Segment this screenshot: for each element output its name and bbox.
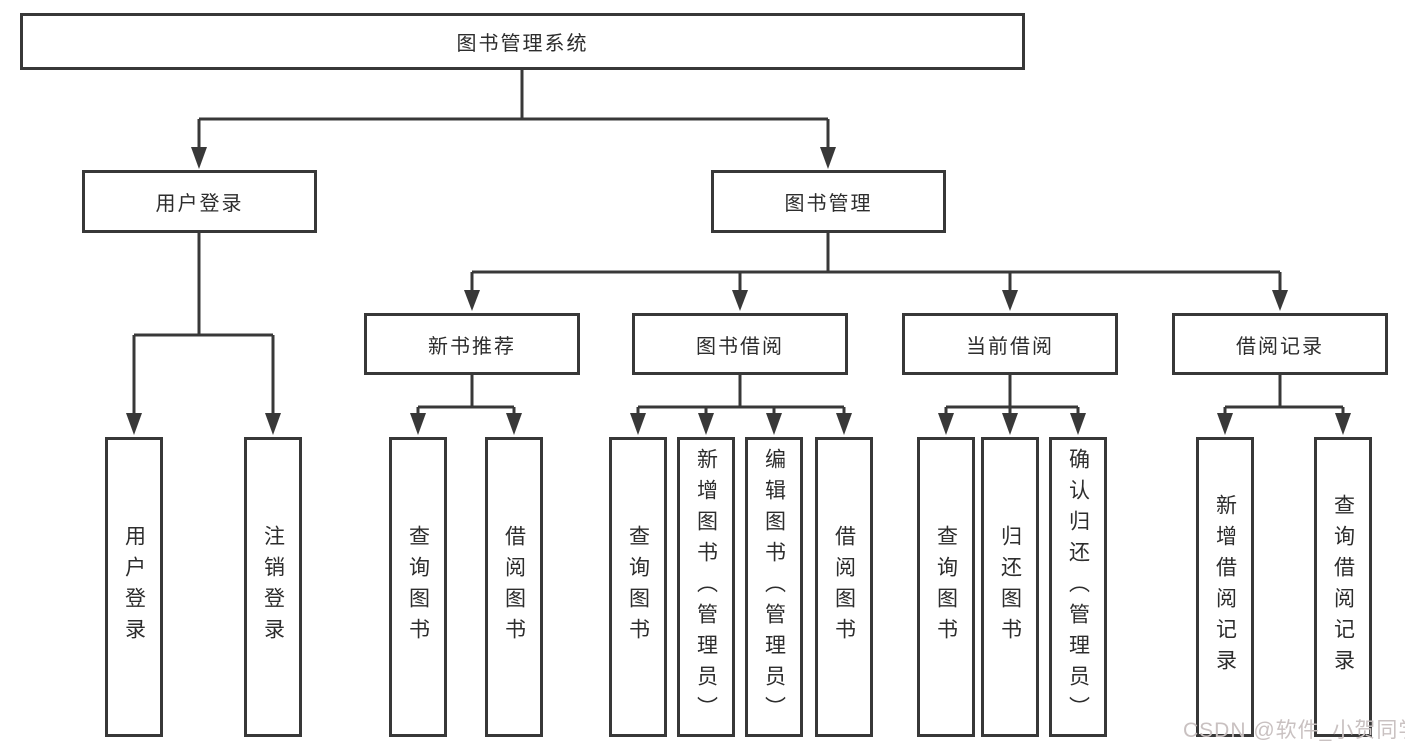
arrowhead (820, 147, 836, 169)
node-label: 注销登录 (261, 525, 285, 649)
node-label: 新书推荐 (428, 335, 516, 358)
connector-bookmgmt-to-level3 (470, 233, 1282, 292)
node-label: 用户登录 (155, 193, 244, 215)
node-label: 当前借阅 (966, 335, 1054, 358)
leaf-logout: 注销登录 (244, 437, 302, 737)
arrowhead (1217, 413, 1233, 435)
node-label: 借阅图书 (832, 525, 856, 649)
connector-borrowing-to-leaves (636, 375, 846, 414)
node-current-borrowing: 当前借阅 (902, 313, 1118, 375)
arrowhead (1070, 413, 1086, 435)
leaf-add-borrow-record: 新增借阅记录 (1196, 437, 1254, 737)
leaf-edit-books-admin: 编辑图书（管理员） (745, 437, 803, 737)
leaf-confirm-return-admin: 确认归还（管理员） (1049, 437, 1107, 737)
node-label: 借阅记录 (1236, 335, 1324, 358)
leaf-query-books-recommend: 查询图书 (389, 437, 447, 737)
node-label: 图书管理系统 (456, 33, 589, 55)
connector-root-to-level2 (197, 70, 830, 150)
arrowhead (1272, 290, 1288, 311)
arrowhead (630, 413, 646, 435)
arrowhead (1335, 413, 1351, 435)
node-label: 确认归还（管理员） (1066, 447, 1090, 727)
arrowhead (506, 413, 522, 435)
leaf-add-books-admin: 新增图书（管理员） (677, 437, 735, 737)
node-label: 查询图书 (406, 525, 430, 649)
node-label: 新增借阅记录 (1213, 494, 1237, 680)
arrowhead (1002, 413, 1018, 435)
leaf-query-borrow-record: 查询借阅记录 (1314, 437, 1372, 737)
connector-userlogin-to-leaves (132, 233, 275, 415)
leaf-borrow-books-recommend: 借阅图书 (485, 437, 543, 737)
node-label: 查询图书 (626, 525, 650, 649)
leaf-query-books-current: 查询图书 (917, 437, 975, 737)
arrowhead (698, 413, 714, 435)
connector-current-to-leaves (944, 375, 1080, 414)
arrowhead (126, 413, 142, 435)
arrowhead (265, 413, 281, 435)
node-new-book-recommend: 新书推荐 (364, 313, 580, 375)
node-borrowing-records: 借阅记录 (1172, 313, 1388, 375)
leaf-query-books-borrowing: 查询图书 (609, 437, 667, 737)
node-label: 归还图书 (998, 525, 1022, 649)
node-label: 查询借阅记录 (1331, 494, 1355, 680)
arrowhead (464, 290, 480, 311)
node-label: 编辑图书（管理员） (762, 447, 786, 727)
connector-recommend-to-leaves (416, 375, 516, 414)
node-label: 图书管理 (784, 193, 873, 215)
node-label: 图书借阅 (696, 335, 784, 358)
node-label: 新增图书（管理员） (694, 447, 718, 727)
arrowhead (766, 413, 782, 435)
connector-records-to-leaves (1223, 375, 1345, 414)
node-label: 用户登录 (122, 525, 146, 649)
leaf-user-login: 用户登录 (105, 437, 163, 737)
node-label: 查询图书 (934, 525, 958, 649)
leaf-borrow-books-borrowing: 借阅图书 (815, 437, 873, 737)
csdn-watermark: CSDN @软件_小贺同学 (1183, 719, 1405, 742)
node-user-login: 用户登录 (82, 170, 317, 233)
node-label: 借阅图书 (502, 525, 526, 649)
arrowhead (191, 147, 207, 169)
leaf-return-books: 归还图书 (981, 437, 1039, 737)
arrowhead (836, 413, 852, 435)
node-book-borrowing: 图书借阅 (632, 313, 848, 375)
node-library-management-system: 图书管理系统 (20, 13, 1025, 70)
arrowhead (938, 413, 954, 435)
arrowhead (732, 290, 748, 311)
node-book-management: 图书管理 (711, 170, 946, 233)
arrowhead (410, 413, 426, 435)
arrowhead (1002, 290, 1018, 311)
